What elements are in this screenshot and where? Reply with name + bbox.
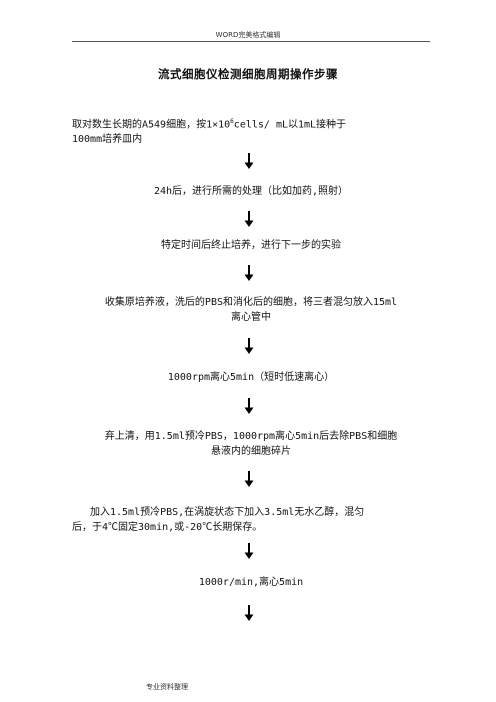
step-1-superscript: 6	[230, 118, 234, 125]
down-arrow-icon	[243, 605, 255, 621]
step-1: 取对数生长期的A549细胞，按1×106cells/ mL以1mL接种于 100…	[72, 114, 432, 147]
step-2: 24h后，进行所需的处理（比如加药,照射）	[153, 186, 349, 197]
step-8: 1000r/min,离心5min	[198, 577, 304, 588]
down-arrow-icon	[243, 398, 255, 414]
page-footer-text: 专业资料整理	[146, 683, 188, 691]
step-3: 特定时间后终止培养，进行下一步的实验	[161, 240, 341, 251]
page-header-text: WORD完美格式编辑	[215, 31, 281, 39]
step-5: 1000rpm离心5min（短时低速离心）	[167, 372, 335, 383]
down-arrow-icon	[243, 543, 255, 559]
down-arrow-icon	[243, 211, 255, 227]
step-7: 加入1.5ml预冷PBS,在涡旋状态下加入3.5ml无水乙醇，混匀 后，于4℃固…	[72, 505, 432, 535]
document-title: 流式细胞仪检测细胞周期操作步骤	[158, 67, 338, 81]
step-7-line-1: 加入1.5ml预冷PBS,在涡旋状态下加入3.5ml无水乙醇，混匀	[90, 507, 365, 518]
step-6-line-1: 弃上清，用1.5ml预冷PBS，1000rpm离心5min后去除PBS和细胞	[104, 431, 398, 442]
step-1-line-2: 100mm培养皿内	[72, 134, 143, 146]
step-1-line-1: 取对数生长期的A549细胞，按1×106cells/ mL以1mL接种于	[72, 118, 347, 131]
down-arrow-icon	[243, 153, 255, 169]
step-6-line-2: 悬液内的细胞碎片	[211, 446, 291, 457]
down-arrow-icon	[243, 265, 255, 281]
step-7-line-2: 后，于4℃固定30min,或-20℃长期保存。	[72, 522, 263, 533]
header-divider	[72, 41, 430, 42]
down-arrow-icon	[243, 471, 255, 487]
step-4-line-1: 收集原培养液，洗后的PBS和消化后的细胞，将三者混匀放入15ml	[104, 297, 398, 308]
step-6: 弃上清，用1.5ml预冷PBS，1000rpm离心5min后去除PBS和细胞 悬…	[72, 429, 430, 459]
step-4-line-2: 离心管中	[231, 312, 271, 323]
step-4: 收集原培养液，洗后的PBS和消化后的细胞，将三者混匀放入15ml 离心管中	[72, 295, 430, 325]
down-arrow-icon	[243, 338, 255, 354]
